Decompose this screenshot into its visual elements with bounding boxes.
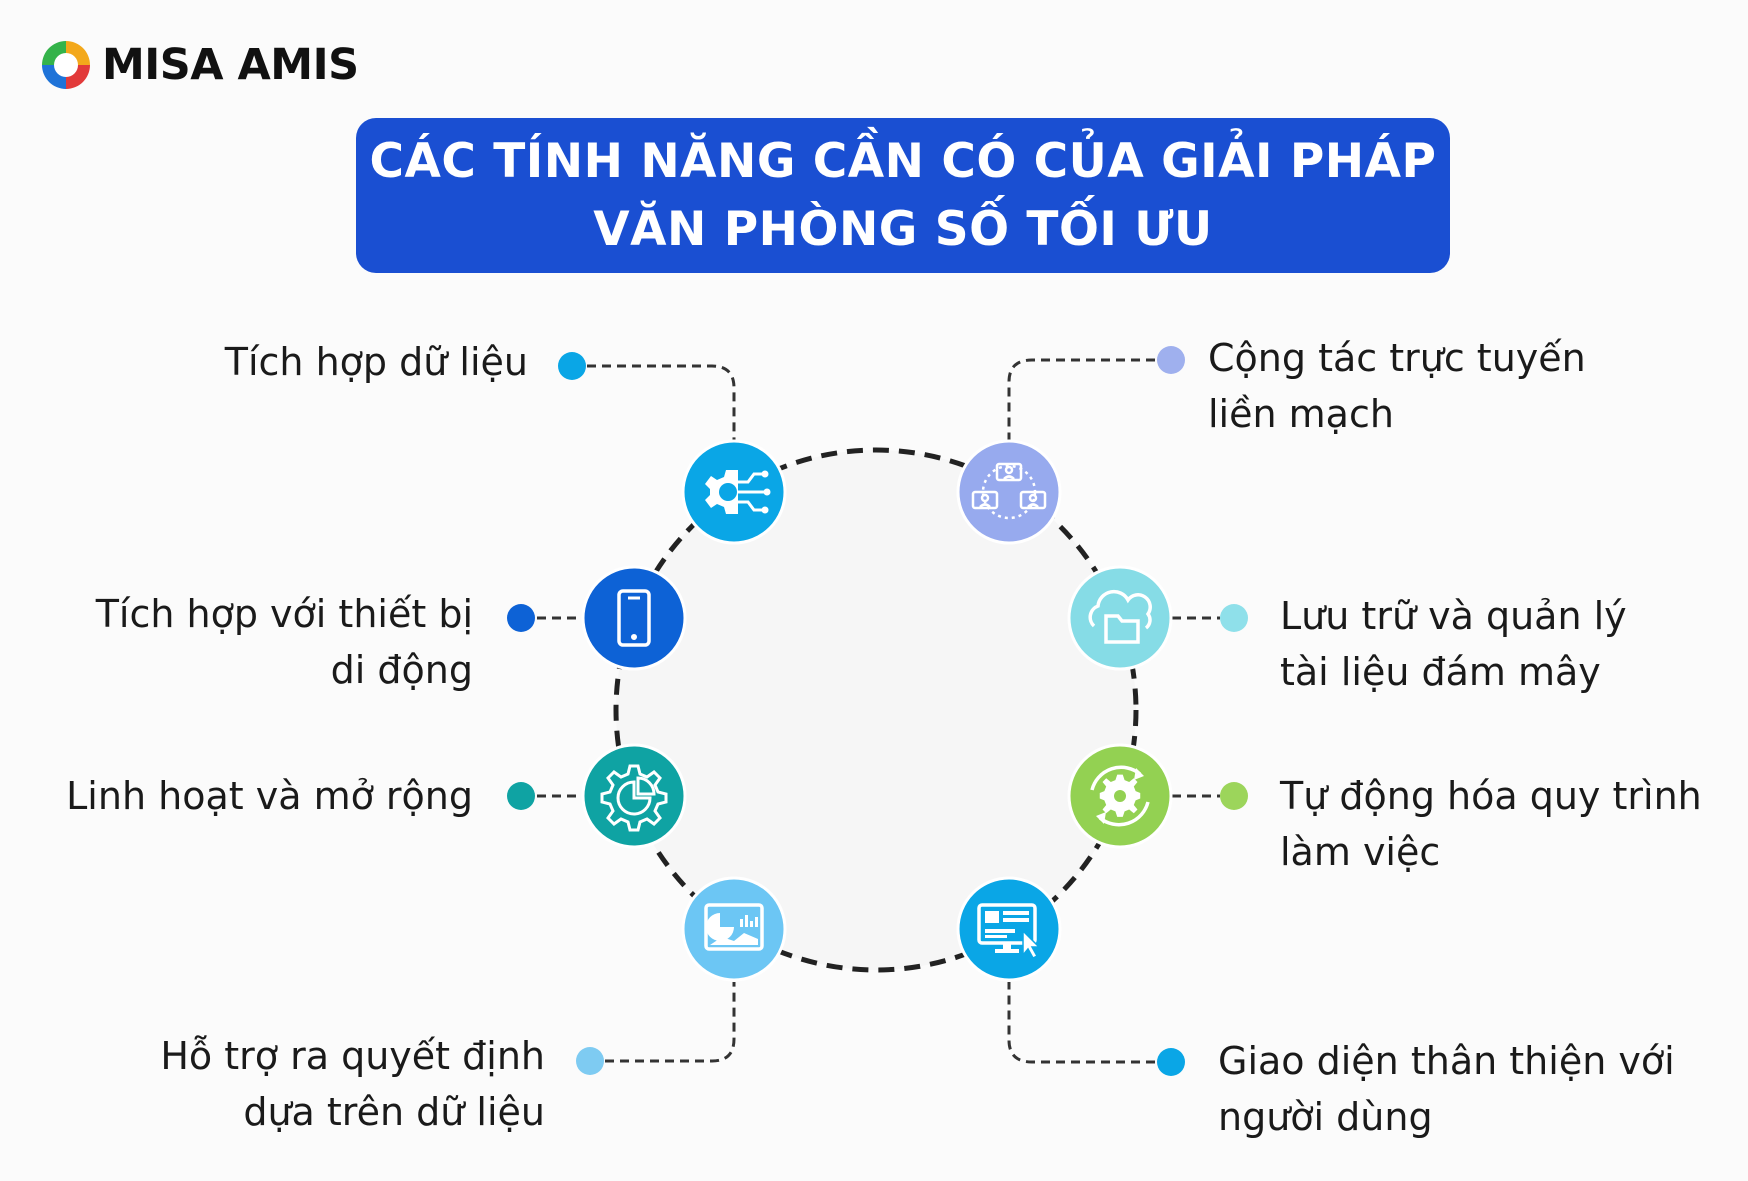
node-ui <box>956 876 1062 982</box>
label-decision: Hỗ trợ ra quyết định dựa trên dữ liệu <box>160 1034 545 1134</box>
dot-ui <box>1157 1048 1185 1076</box>
title-line-1: CÁC TÍNH NĂNG CẦN CÓ CỦA GIẢI PHÁP <box>369 133 1437 189</box>
center-ring <box>613 447 1139 973</box>
connector-data-integration <box>572 364 736 442</box>
team-network-icon <box>971 462 1047 520</box>
dot-scalable <box>507 782 535 810</box>
dot-decision <box>576 1047 604 1075</box>
label-automation: Tự động hóa quy trình làm việc <box>1280 774 1702 874</box>
monitor-cursor-icon <box>977 903 1041 959</box>
gear-cycle-icon <box>1090 765 1150 827</box>
smartphone-icon <box>617 589 651 647</box>
label-ui: Giao diện thân thiện với người dùng <box>1218 1039 1675 1139</box>
dot-data-integration <box>558 352 586 380</box>
node-collab <box>956 439 1062 545</box>
dashboard-chart-icon <box>704 903 764 951</box>
brand-logo: MISA AMIS <box>38 36 359 94</box>
node-mobile <box>581 565 687 671</box>
connector-ui <box>1007 982 1170 1064</box>
dot-automation <box>1220 782 1248 810</box>
dot-collab <box>1157 346 1185 374</box>
title-line-2: VĂN PHÒNG SỐ TỐI ƯU <box>593 201 1213 257</box>
label-mobile: Tích hợp với thiết bị di động <box>95 592 473 692</box>
dot-mobile <box>507 604 535 632</box>
label-scalable: Linh hoạt và mở rộng <box>66 774 473 818</box>
misa-logo-icon <box>42 41 90 89</box>
label-collab: Cộng tác trực tuyến liền mạch <box>1208 336 1586 436</box>
connector-decision <box>590 982 736 1063</box>
gear-circuit-icon <box>705 470 771 514</box>
dot-cloud <box>1220 604 1248 632</box>
center-ring-fill <box>616 450 1136 970</box>
connector-collab <box>1007 358 1170 442</box>
title-banner: CÁC TÍNH NĂNG CẦN CÓ CỦA GIẢI PHÁP VĂN P… <box>356 118 1450 273</box>
node-scalable <box>581 743 687 849</box>
gear-chart-icon <box>600 764 668 832</box>
node-data-integration <box>681 439 787 545</box>
node-cloud <box>1067 565 1173 671</box>
brand-name: MISA AMIS <box>102 40 359 90</box>
label-cloud: Lưu trữ và quản lý tài liệu đám mây <box>1280 594 1627 694</box>
node-automation <box>1067 743 1173 849</box>
node-decision <box>681 876 787 982</box>
cloud-folder-icon <box>1088 589 1152 644</box>
label-data-integration: Tích hợp dữ liệu <box>224 340 528 384</box>
